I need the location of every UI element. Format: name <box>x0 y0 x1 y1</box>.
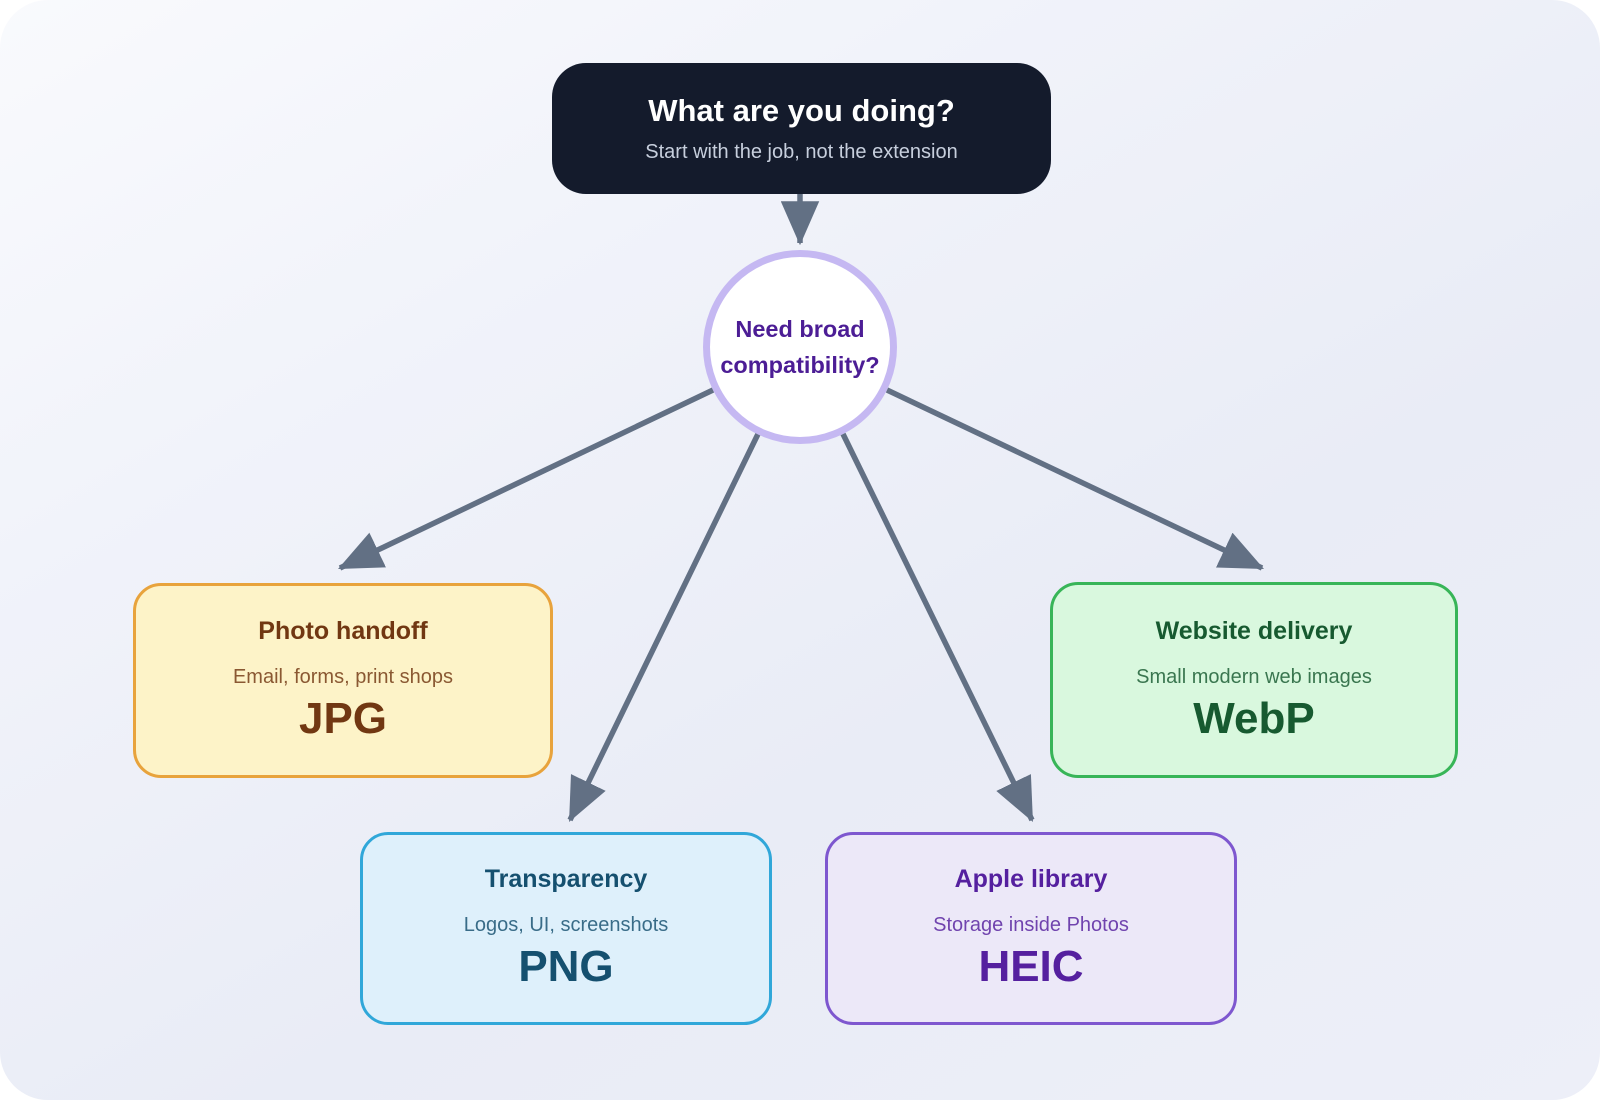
branch-title: Photo handoff <box>258 617 428 646</box>
branch-format-label: JPG <box>298 694 388 744</box>
branch-subtitle: Small modern web images <box>1136 665 1372 688</box>
arrow-decision-to-jpg <box>338 387 715 571</box>
branch-format-label: HEIC <box>978 942 1084 992</box>
branch-title: Website delivery <box>1155 616 1353 645</box>
branch-title: Apple library <box>954 865 1108 894</box>
branch-format-label: WebP <box>1193 693 1315 743</box>
arrow-decision-to-heic <box>840 432 1035 822</box>
branch-subtitle: Email, forms, print shops <box>232 666 454 689</box>
branch-node-jpg: Photo handoff Email, forms, print shops … <box>133 583 553 778</box>
decision-node-label: Need broad compatibility? <box>720 316 880 378</box>
branch-node-webp: Website delivery Small modern web images… <box>1050 582 1458 778</box>
root-node-subtitle: Start with the job, not the extension <box>645 141 958 164</box>
branch-subtitle: Logos, UI, screenshots <box>463 914 669 937</box>
arrow-decision-to-png <box>567 432 761 822</box>
decision-node: Need broad compatibility? <box>703 250 897 444</box>
root-node: What are you doing? Start with the job, … <box>552 63 1051 194</box>
branch-node-png: Transparency Logos, UI, screenshots PNG <box>360 832 772 1025</box>
branch-format-label: PNG <box>518 942 614 992</box>
branch-title: Transparency <box>484 865 648 894</box>
root-node-title: What are you doing? <box>648 92 955 128</box>
branch-node-heic: Apple library Storage inside Photos HEIC <box>825 832 1237 1025</box>
arrow-decision-to-webp <box>885 387 1264 571</box>
branch-subtitle: Storage inside Photos <box>933 914 1129 937</box>
